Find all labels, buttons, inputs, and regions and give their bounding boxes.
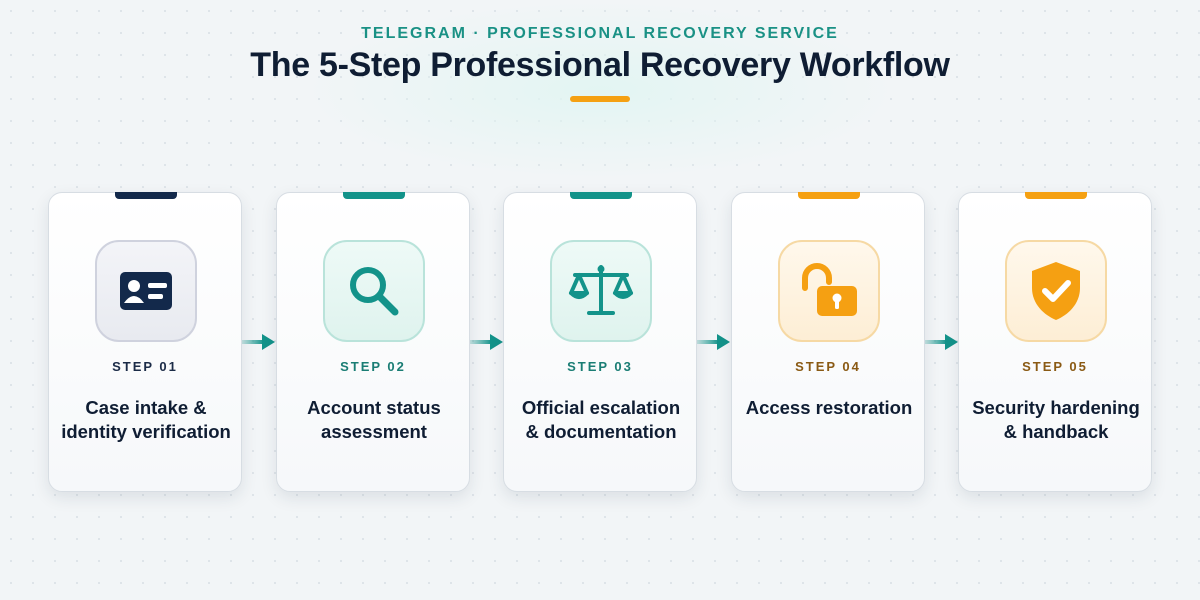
icon-box	[323, 240, 425, 342]
header-glow	[300, 0, 900, 180]
step-label: STEP 03	[567, 359, 633, 374]
title-underline	[570, 96, 630, 102]
magnifier-icon	[350, 267, 399, 316]
arrow-right-icon	[697, 334, 730, 350]
step-description: Case intake & identity verification	[61, 397, 231, 442]
step-card-5: STEP 05 Security hardening & handback	[958, 192, 1152, 492]
arrow-right-icon	[470, 334, 503, 350]
card-accent-tab	[1025, 192, 1087, 199]
step-label: STEP 02	[340, 359, 406, 374]
step-label: STEP 01	[112, 359, 178, 374]
id-card-icon	[120, 272, 172, 310]
step-card-3: STEP 03 Official escalation & documentat…	[503, 192, 697, 492]
card-accent-tab	[115, 192, 177, 199]
step-card-4: STEP 04 Access restoration	[731, 192, 925, 492]
step-description: Account status assessment	[307, 397, 441, 442]
step-description: Access restoration	[745, 397, 913, 418]
scales-icon	[569, 265, 633, 315]
card-accent-tab	[343, 192, 405, 199]
step-card-1: STEP 01 Case intake & identity verificat…	[48, 192, 242, 492]
arrow-right-icon	[242, 334, 275, 350]
icon-box	[95, 240, 197, 342]
step-label: STEP 05	[1022, 359, 1088, 374]
eyebrow: TELEGRAM · PROFESSIONAL RECOVERY SERVICE	[361, 25, 839, 42]
page-title: The 5-Step Professional Recovery Workflo…	[250, 46, 950, 84]
card-accent-tab	[570, 192, 632, 199]
icon-box	[1005, 240, 1107, 342]
unlock-icon	[802, 263, 857, 316]
icon-box	[550, 240, 652, 342]
step-card-2: STEP 02 Account status assessment	[276, 192, 470, 492]
step-description: Security hardening & handback	[972, 397, 1140, 442]
icon-box	[778, 240, 880, 342]
arrow-right-icon	[925, 334, 958, 350]
card-accent-tab	[798, 192, 860, 199]
step-label: STEP 04	[795, 359, 861, 374]
shield-check-icon	[1032, 262, 1080, 320]
step-description: Official escalation & documentation	[521, 397, 681, 442]
